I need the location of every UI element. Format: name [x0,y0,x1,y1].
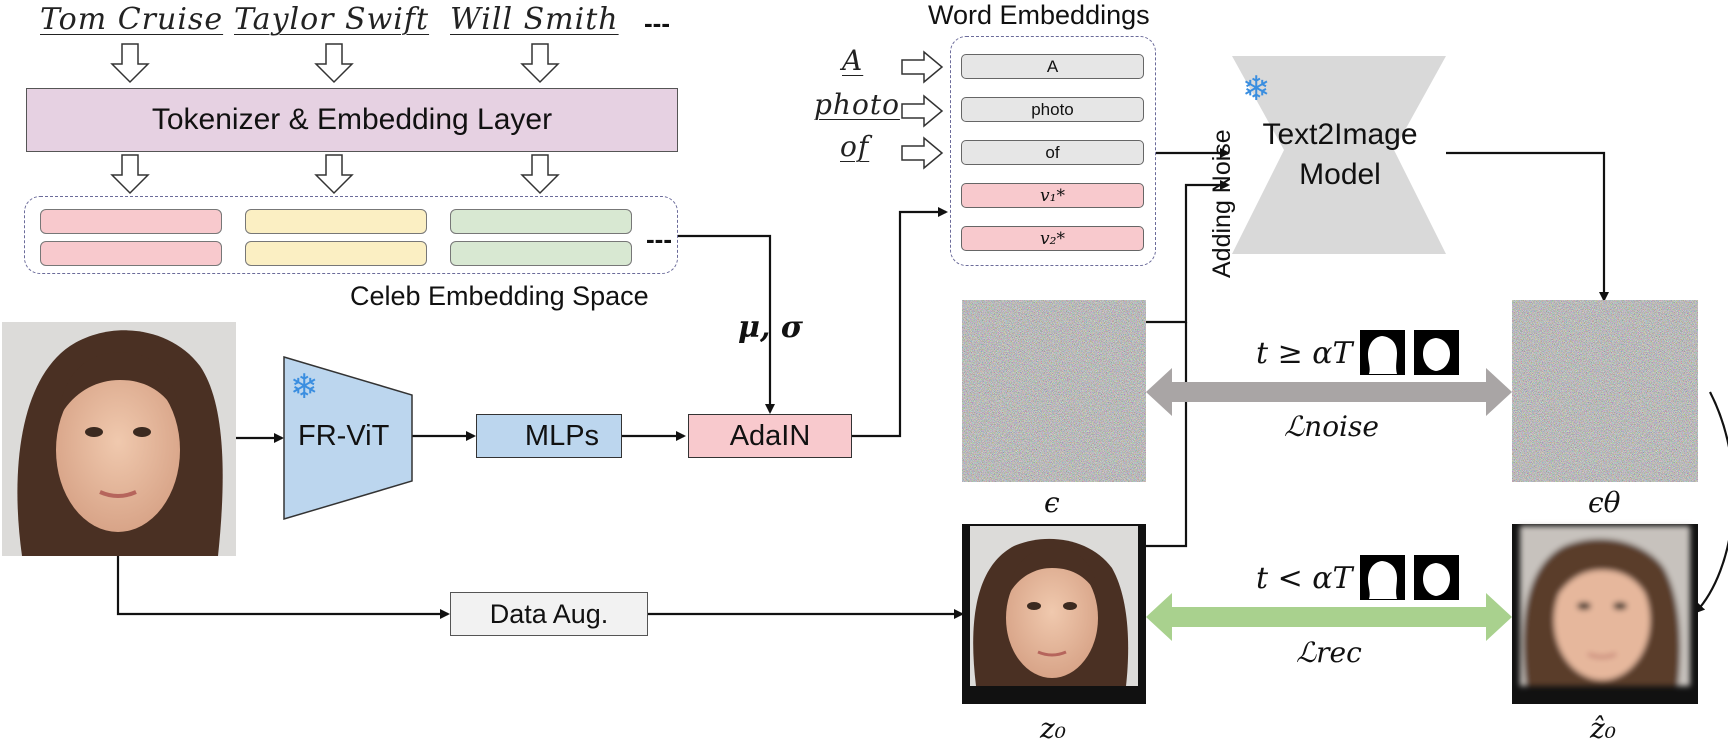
celeb-embedding-bar [245,209,427,234]
text2image-block [1232,56,1446,254]
model-label-line2: Model [1299,158,1381,191]
eps-label: ϵ [1044,486,1060,519]
ellipsis-names: --- [644,8,670,38]
celeb-name-taylor-swift: Taylor Swift [234,2,430,37]
noise-loss-label: ℒnoise [1284,410,1379,443]
token-box: photo [961,97,1144,122]
token-box: A [961,54,1144,79]
snowflake-icon: ❄ [290,368,319,406]
hollow-arrow-icon [110,43,560,195]
token-box-v1: v₁* [961,183,1144,208]
celeb-embedding-bar [40,241,222,266]
noise-image-eps [961,299,1147,483]
tokenizer-label: Tokenizer & Embedding Layer [151,103,553,136]
mask-icon [1360,330,1459,600]
hollow-right-arrow-icon [901,50,944,170]
fr-vit-label: FR-ViT [298,420,390,452]
z0-label: z₀ [1040,712,1066,745]
data-aug-label: Data Aug. [489,598,609,629]
snowflake-icon: ❄ [1242,70,1271,108]
input-face-photo [2,322,236,556]
noise-loss-arrow [1146,368,1512,416]
z0-hat-label: ẑ₀ [1590,712,1616,745]
mlps-block: MLPs [476,414,622,458]
model-label-line1: Text2Image [1262,118,1418,151]
token-box: of [961,140,1144,165]
data-aug-block: Data Aug. [450,592,648,636]
z0-face-photo [962,524,1146,704]
celeb-embedding-space-label: Celeb Embedding Space [350,281,649,311]
noise-image-eps-theta [1511,299,1699,483]
prompt-word-photo: photo [814,88,900,121]
celeb-embedding-bar [450,241,632,266]
celeb-name-will-smith: Will Smith [450,2,619,37]
token-box-v2: v₂* [961,226,1144,251]
rec-loss-label: ℒrec [1296,636,1362,669]
adain-label: AdaIN [729,419,811,452]
celeb-name-tom-cruise: Tom Cruise [40,2,224,37]
word-embeddings-panel [950,36,1156,266]
celeb-embedding-bar [245,241,427,266]
eps-theta-label: ϵθ [1588,486,1621,519]
z0-hat-face-photo [1512,524,1698,704]
ellipsis-embeddings: --- [646,224,672,254]
adain-block: AdaIN [688,414,852,458]
rec-condition-label: t < αT [1256,561,1353,596]
prompt-word-of: of [840,130,870,163]
celeb-embedding-panel [24,196,678,274]
celeb-embedding-bar [450,209,632,234]
celeb-embedding-bar [40,209,222,234]
tokenizer-block: Tokenizer & Embedding Layer [26,88,678,152]
prompt-word-a: A [842,44,864,77]
rec-loss-arrow [1146,593,1512,641]
mu-sigma-label: μ, σ [738,310,803,345]
fr-vit-block [283,355,413,521]
adding-noise-label: Adding Noise [1208,129,1236,278]
word-embeddings-title: Word Embeddings [928,0,1150,30]
noise-condition-label: t ≥ αT [1256,336,1353,371]
mlps-label: MLPs [524,419,600,452]
